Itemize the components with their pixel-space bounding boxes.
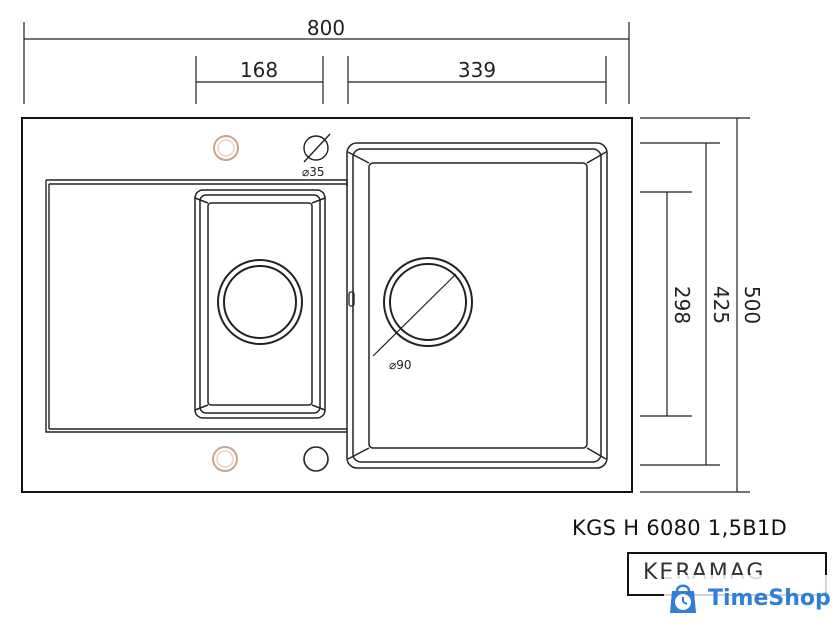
dim-overall-width-label: 800 bbox=[307, 16, 345, 40]
dim-bowl-depth bbox=[640, 142, 720, 466]
dim-bowl-depth-label: 425 bbox=[709, 286, 733, 324]
tap-hole-diameter-label: ⌀35 bbox=[302, 165, 325, 179]
drain-diameter-label: ⌀90 bbox=[389, 358, 412, 372]
watermark: TimeShop bbox=[664, 575, 834, 621]
left-bowl bbox=[194, 189, 326, 419]
sink-outline bbox=[21, 117, 633, 493]
model-code: KGS H 6080 1,5B1D bbox=[572, 516, 788, 540]
dim-overall-width bbox=[23, 22, 630, 104]
watermark-name: TimeShop bbox=[708, 585, 831, 611]
dim-left-bowl-depth-label: 298 bbox=[670, 286, 694, 324]
tap-hole-option-top bbox=[213, 135, 239, 161]
dim-right-bowl-width-label: 339 bbox=[458, 58, 496, 82]
dim-right-bowl-width bbox=[347, 56, 607, 104]
dim-overall-depth bbox=[640, 117, 750, 493]
dim-left-bowl-depth bbox=[640, 191, 692, 417]
tap-hole-option-bottom bbox=[212, 446, 238, 472]
left-drain bbox=[217, 259, 303, 345]
dim-left-bowl-width bbox=[195, 56, 324, 104]
tap-hole-icon bbox=[303, 133, 331, 163]
overflow bbox=[348, 291, 355, 307]
right-bowl bbox=[346, 142, 608, 469]
accessory-hole bbox=[303, 446, 329, 472]
right-drain bbox=[372, 257, 473, 357]
dim-overall-depth-label: 500 bbox=[740, 286, 764, 324]
dim-left-bowl-width-label: 168 bbox=[240, 58, 278, 82]
shopping-bag-clock-icon bbox=[670, 584, 696, 613]
